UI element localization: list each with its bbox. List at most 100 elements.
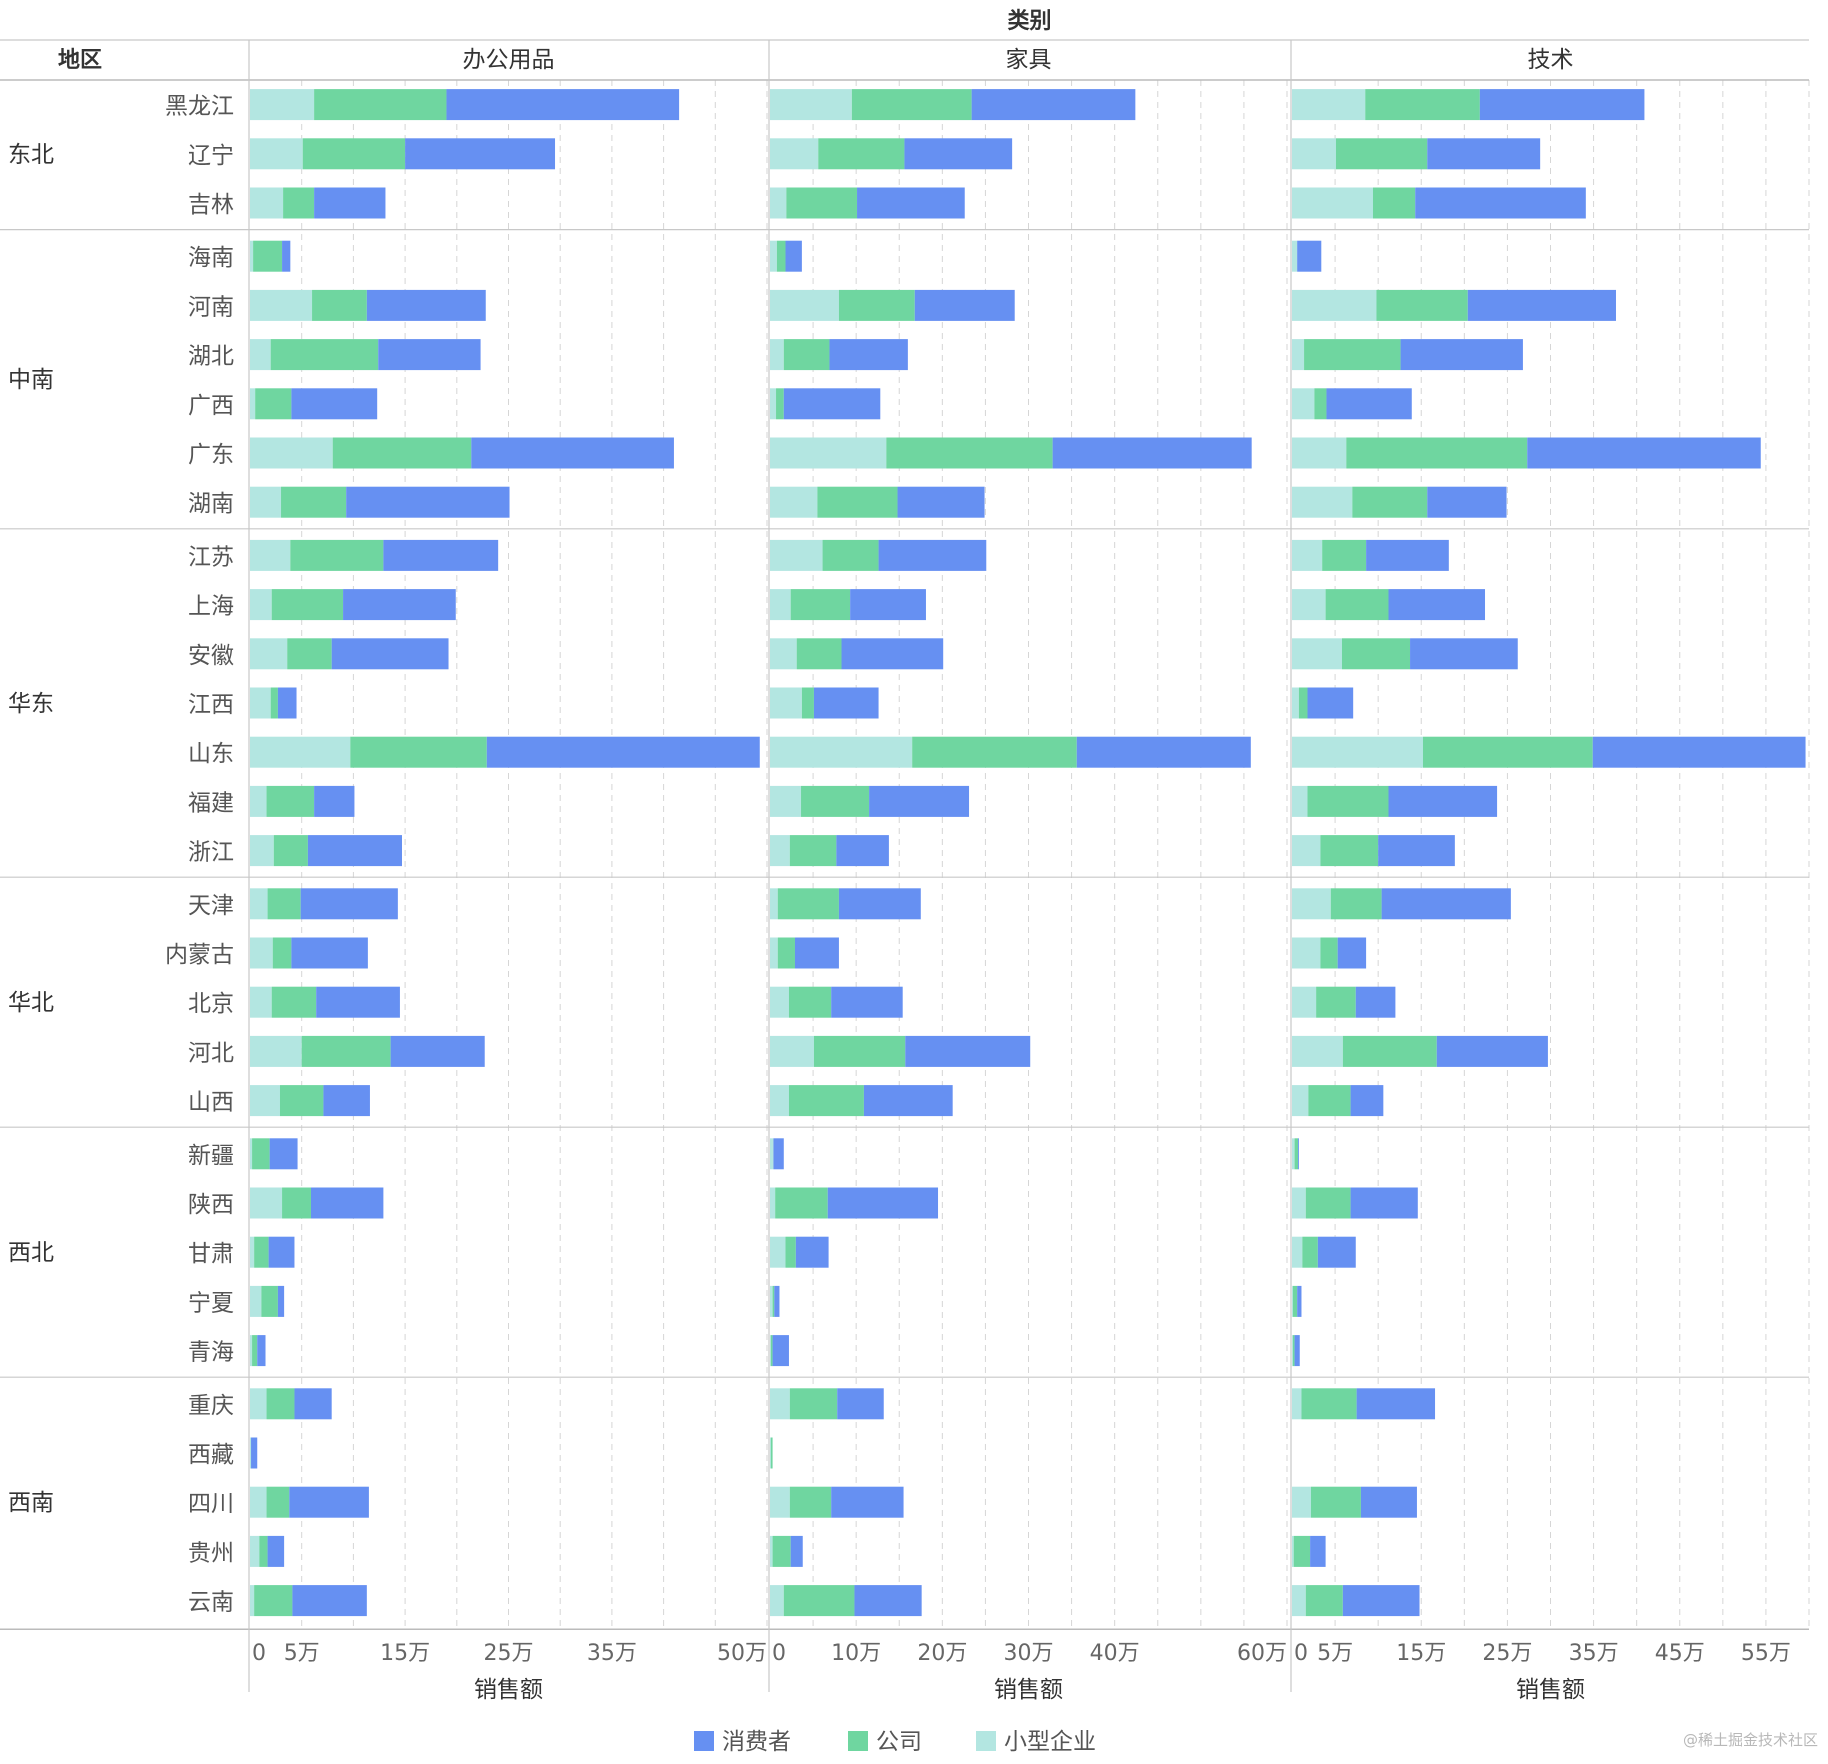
bar-segment — [1381, 888, 1511, 920]
bar-segment — [817, 486, 898, 518]
x-tick-label: 25万 — [484, 1641, 534, 1666]
bar-segment — [1052, 437, 1252, 469]
bar-segment — [1292, 486, 1353, 518]
bar-segment — [770, 1486, 790, 1518]
bar-segment — [1316, 986, 1356, 1018]
bar-segment — [1350, 1187, 1418, 1219]
bar-segment — [1292, 388, 1315, 420]
bar-segment — [788, 1085, 864, 1117]
province-label: 安徽 — [188, 643, 234, 669]
bar-segment — [314, 785, 355, 817]
bar-segment — [785, 1236, 796, 1268]
bar-segment — [250, 986, 272, 1018]
bar-segment — [279, 1085, 324, 1117]
bar-segment — [1292, 1335, 1293, 1367]
bar-segment — [854, 1585, 922, 1617]
x-tick-label: 15万 — [380, 1641, 430, 1666]
bar-segment — [831, 986, 903, 1018]
bar-segment — [801, 785, 870, 817]
bar-segment — [1292, 986, 1317, 1018]
province-label: 江西 — [188, 692, 234, 718]
bar-segment — [770, 1035, 814, 1067]
x-tick-label: 10万 — [831, 1641, 881, 1666]
bar-segment — [1292, 1187, 1306, 1219]
bar-segment — [1325, 589, 1389, 621]
bar-segment — [813, 687, 879, 719]
bar-segment — [770, 785, 802, 817]
bar-segment — [841, 638, 944, 670]
bar-segment — [1292, 539, 1323, 571]
bar-segment — [801, 687, 814, 719]
bar-segment — [770, 486, 818, 518]
bar-segment — [250, 736, 351, 768]
bar-segment — [250, 589, 272, 621]
bar-segment — [250, 785, 267, 817]
bar-segment — [1310, 1535, 1326, 1567]
province-label: 广西 — [188, 393, 234, 419]
bar-segment — [266, 1388, 295, 1420]
bar-segment — [250, 835, 274, 867]
province-label: 上海 — [188, 594, 234, 620]
region-label: 中南 — [8, 367, 54, 393]
bar-segment — [282, 1187, 312, 1219]
bar-segment — [1346, 437, 1528, 469]
x-axis-label: 销售额 — [994, 1677, 1063, 1703]
bar-segment — [773, 1138, 784, 1170]
bar-segment — [863, 1085, 953, 1117]
bar-segment — [1337, 937, 1367, 969]
bar-segment — [1322, 539, 1367, 571]
province-label: 西藏 — [188, 1442, 234, 1468]
x-axis-label: 销售额 — [474, 1677, 543, 1703]
bar-segment — [1427, 138, 1541, 170]
bar-segment — [316, 986, 400, 1018]
bar-segment — [1297, 240, 1322, 272]
bar-segment — [446, 89, 680, 121]
bar-segment — [1307, 785, 1389, 817]
bar-segment — [776, 388, 784, 420]
bar-segment — [770, 937, 778, 969]
bar-segment — [1330, 888, 1382, 920]
x-tick-label: 35万 — [1569, 1641, 1619, 1666]
bar-segment — [851, 89, 972, 121]
bar-segment — [770, 1437, 771, 1469]
bar-segment — [770, 1585, 784, 1617]
bar-segment — [1292, 187, 1373, 219]
bar-segment — [302, 138, 406, 170]
bar-segment — [250, 1388, 267, 1420]
x-tick-label: 50万 — [717, 1641, 767, 1666]
bar-segment — [905, 1035, 1031, 1067]
bar-segment — [818, 138, 905, 170]
bar-segment — [250, 1085, 280, 1117]
bar-segment — [366, 289, 486, 321]
bar-segment — [837, 1388, 884, 1420]
bar-segment — [869, 785, 970, 817]
province-label: 宁夏 — [188, 1290, 234, 1316]
bar-segment — [405, 138, 556, 170]
bar-segment — [1298, 1138, 1299, 1170]
bar-segment — [838, 888, 921, 920]
bar-segment — [282, 240, 291, 272]
x-tick-label: 20万 — [917, 1641, 967, 1666]
bar-segment — [1467, 289, 1616, 321]
bar-segment — [1297, 1285, 1302, 1317]
province-label: 青海 — [188, 1340, 234, 1366]
bar-segment — [897, 486, 985, 518]
bar-segment — [1372, 187, 1416, 219]
x-tick-label: 55万 — [1741, 1641, 1791, 1666]
x-tick-label: 35万 — [587, 1641, 637, 1666]
bar-segment — [314, 89, 447, 121]
bar-segment — [1592, 736, 1806, 768]
bar-segment — [1292, 835, 1321, 867]
bar-segment — [250, 289, 313, 321]
bar-segment — [259, 1535, 268, 1567]
x-tick-label: 5万 — [1317, 1641, 1353, 1666]
bar-segment — [1305, 1585, 1343, 1617]
bar-segment — [277, 687, 297, 719]
bar-segment — [785, 240, 802, 272]
bar-segment — [1305, 1187, 1351, 1219]
bar-segment — [770, 187, 787, 219]
province-label: 内蒙古 — [165, 942, 234, 968]
bar-segment — [770, 986, 789, 1018]
bar-segment — [783, 388, 881, 420]
province-label: 北京 — [188, 991, 234, 1017]
